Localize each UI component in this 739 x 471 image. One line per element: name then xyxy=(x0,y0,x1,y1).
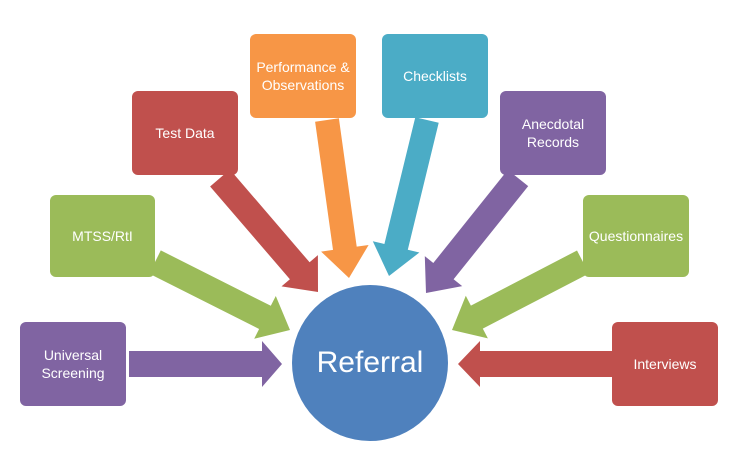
node-mtss-rti: MTSS/RtI xyxy=(50,195,155,277)
arrow-checklists xyxy=(372,117,439,276)
node-interviews: Interviews xyxy=(612,322,718,406)
node-questionnaires: Questionnaires xyxy=(583,195,689,277)
arrow-questionnaires xyxy=(452,250,589,339)
node-checklists: Checklists xyxy=(382,34,488,118)
referral-circle: Referral xyxy=(292,285,448,441)
arrow-test-data xyxy=(210,169,318,292)
arrow-interviews xyxy=(458,341,612,387)
node-performance-observations: Performance & Observations xyxy=(250,34,356,118)
node-universal-screening: Universal Screening xyxy=(20,322,126,406)
arrow-mtss-rti xyxy=(149,250,290,339)
arrow-anecdotal-records xyxy=(424,169,529,293)
arrow-performance-observations xyxy=(315,118,369,278)
arrow-universal-screening xyxy=(129,341,282,387)
node-test-data: Test Data xyxy=(132,91,238,175)
node-anecdotal-records: Anecdotal Records xyxy=(500,91,606,175)
